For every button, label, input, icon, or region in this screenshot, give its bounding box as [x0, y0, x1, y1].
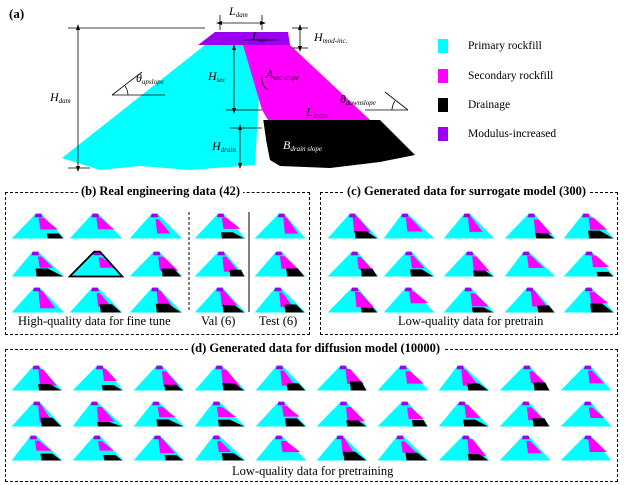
label-l-sec: Lsec: [252, 29, 268, 44]
modulus-increased-zone: [198, 32, 290, 45]
dam-thumbnail: [11, 435, 63, 461]
dam-thumbnail: [560, 401, 612, 427]
dam-cross-section: [62, 15, 415, 172]
panel-c-caption: Low-quality data for pretrain: [398, 314, 544, 328]
dam-thumbnail: [377, 401, 429, 427]
legend-label-drainage: Drainage: [468, 99, 511, 111]
drainage-boundary: [261, 117, 275, 169]
dam-thumbnail: [443, 251, 495, 277]
dam-thumbnail: [327, 287, 379, 313]
dam-thumbnail: [194, 435, 246, 461]
dam-thumbnail: [133, 365, 185, 391]
dam-thumbnail: [438, 435, 490, 461]
dam-thumbnail: [560, 435, 612, 461]
dam-thumbnail: [133, 435, 185, 461]
dam-thumbnail: [504, 251, 556, 277]
dam-thumbnail: [129, 251, 183, 277]
dam-thumbnail: [438, 401, 490, 427]
primary-rockfill-zone: [62, 45, 262, 170]
dam-thumbnail: [499, 435, 551, 461]
label-h-dam: Hdam: [50, 90, 71, 105]
label-h-mod: Hmod-inc.: [314, 30, 348, 45]
dam-thumbnail: [194, 213, 246, 239]
panel-d-caption: Low-quality data for pretraining: [232, 464, 394, 478]
dam-thumbnail: [11, 365, 63, 391]
dam-thumbnail: [563, 213, 615, 239]
dam-thumbnail: [133, 401, 185, 427]
dam-thumbnail: [504, 287, 556, 313]
dam-thumbnail: [316, 435, 368, 461]
dam-thumbnail: [254, 251, 306, 277]
panel-a-label: (a): [9, 6, 25, 21]
dam-thumbnail: [68, 250, 124, 278]
panel-b-caption-finetune: High-quality data for fine tune: [18, 314, 171, 328]
dam-thumbnail: [560, 365, 612, 391]
label-theta-down: θdownslope: [340, 92, 376, 107]
dam-thumbnail: [563, 251, 615, 277]
dam-thumbnail: [316, 365, 368, 391]
dam-thumbnail: [194, 251, 246, 277]
dam-thumbnail: [255, 401, 307, 427]
dam-thumbnail: [254, 287, 306, 313]
dam-thumbnail: [129, 213, 183, 239]
panel-b-caption-test: Test (6): [259, 314, 298, 328]
dam-thumbnail: [254, 213, 306, 239]
label-h-sec: Hsec: [208, 69, 226, 84]
dam-thumbnail: [383, 287, 435, 313]
dam-thumbnail: [11, 401, 63, 427]
label-h-drain: Hdrain: [212, 139, 236, 154]
dam-thumbnail: [377, 435, 429, 461]
dam-crest: [205, 28, 283, 32]
legend-label-primary: Primary rockfill: [468, 40, 542, 52]
dam-thumbnail: [69, 287, 123, 313]
dam-thumbnail: [194, 401, 246, 427]
dam-thumbnail: [255, 435, 307, 461]
legend-swatch-primary: [438, 39, 448, 53]
panel-b-caption-val: Val (6): [201, 314, 236, 328]
legend-swatch-modulus: [438, 127, 448, 141]
label-theta-up: θupslope: [136, 71, 164, 86]
dam-thumbnail: [194, 287, 246, 313]
dam-thumbnail: [563, 287, 615, 313]
legend-label-secondary: Secondary rockfill: [468, 70, 554, 82]
dam-thumbnail: [72, 435, 124, 461]
legend-swatch-drainage: [438, 98, 448, 112]
drainage-zone: [262, 120, 415, 168]
dam-thumbnail: [11, 287, 65, 313]
dam-thumbnail: [316, 401, 368, 427]
dam-thumbnail: [443, 287, 495, 313]
dam-thumbnail: [504, 213, 556, 239]
dam-thumbnail: [11, 251, 65, 277]
label-l-dam: Ldam: [229, 4, 248, 19]
dam-thumbnail: [129, 287, 183, 313]
dam-thumbnail: [443, 213, 495, 239]
legend-label-modulus: Modulus-increased: [468, 128, 557, 140]
dam-thumbnail: [383, 251, 435, 277]
dam-thumbnail: [499, 401, 551, 427]
panel-d-title: (d) Generated data for diffusion model (…: [188, 342, 444, 355]
dam-thumbnail: [383, 213, 435, 239]
dam-thumbnail: [327, 213, 379, 239]
label-l-drain: Ldrain: [306, 105, 328, 120]
dam-thumbnail: [255, 365, 307, 391]
panel-c-title: (c) Generated data for surrogate model (…: [344, 185, 590, 198]
secondary-rockfill-zone: [243, 45, 370, 120]
dam-thumbnail: [69, 213, 123, 239]
dam-thumbnail: [194, 365, 246, 391]
dam-thumbnail: [11, 213, 65, 239]
dam-thumbnail: [499, 365, 551, 391]
dam-thumbnail: [72, 365, 124, 391]
legend-swatch-secondary: [438, 69, 448, 83]
dam-thumbnail: [377, 365, 429, 391]
label-b-drain: Bdrain slope: [283, 138, 323, 153]
dam-thumbnail: [327, 251, 379, 277]
dam-thumbnail: [72, 401, 124, 427]
label-a-sec: Asec slope: [266, 67, 299, 82]
panel-b-title: (b) Real engineering data (42): [78, 185, 244, 198]
dam-thumbnail: [438, 365, 490, 391]
